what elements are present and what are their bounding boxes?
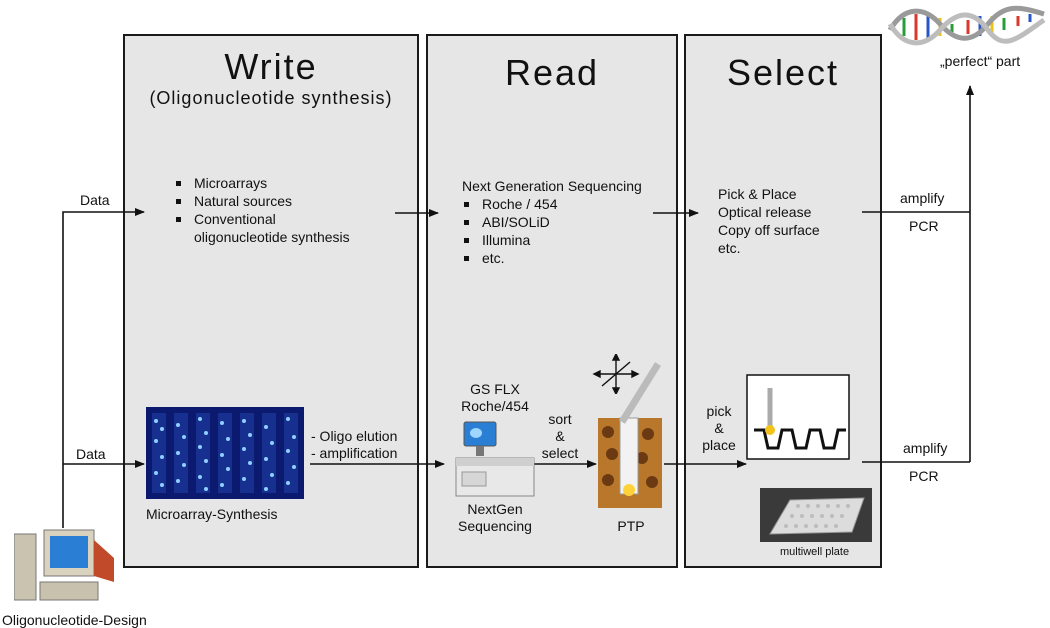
list-item: Illumina [460,231,558,249]
amplify-bottom-label: amplify [903,440,948,456]
amplification-label: - amplification [311,445,398,461]
multiwell-label: multiwell plate [780,546,850,558]
roche454-label: Roche/454 [461,398,529,414]
computer-image [14,529,114,601]
list-item: ABI/SOLiD [460,213,558,231]
sequencer-image [455,421,535,497]
data-top-label: Data [80,192,110,208]
write-method-list: Microarrays Natural sources Conventional… [172,174,350,246]
data-top-arrow [62,208,145,528]
dna-helix-image [887,5,1046,46]
list-item: Conventional [172,210,350,228]
pcr-bottom-label: PCR [909,468,939,484]
select-label: select [541,445,579,461]
list-item: Roche / 454 [460,195,558,213]
data-bottom-label: Data [76,446,106,462]
list-item: Natural sources [172,192,350,210]
select-panel: Select [684,34,882,568]
oligo-design-label: Oligonucleotide-Design [2,612,147,628]
sort-label: sort [548,411,572,427]
sort-amp-label: & [555,428,565,444]
pick-place-detail-image [746,374,850,460]
read-title: Read [504,52,600,93]
sequencing-label: Sequencing [458,518,532,534]
multiwell-plate-image [760,488,872,542]
pcr-top-label: PCR [909,218,939,234]
gsflx-label: GS FLX [470,381,520,397]
list-item: oligonucleotide synthesis [194,229,350,245]
ptp-label: PTP [617,518,645,534]
pick-amp-label: & [714,420,724,436]
ngs-list: Roche / 454 ABI/SOLiD Illumina etc. [460,195,558,267]
oligo-elution-label: - Oligo elution [311,428,398,444]
pick-label: pick [706,403,732,419]
select-line-3: Copy off surface [718,222,820,238]
nextgen-label: NextGen [467,501,523,517]
list-item: etc. [460,249,558,267]
perfect-part-label: „perfect“ part [940,53,1021,69]
select-title: Select [726,52,840,93]
select-line-4: etc. [718,240,741,256]
select-line-1: Pick & Place [718,186,797,202]
amplify-top-label: amplify [900,190,945,206]
write-subtitle: (Oligonucleotide synthesis) [149,88,393,108]
ngs-heading: Next Generation Sequencing [462,178,642,194]
microarray-synthesis-label: Microarray-Synthesis [146,506,278,522]
place-label: place [702,437,736,453]
microarray-image [146,407,304,499]
list-item: Microarrays [172,174,350,192]
write-title: Write [224,46,318,87]
select-line-2: Optical release [718,204,812,220]
move-arrows-icon [592,354,640,394]
ptp-image [598,362,662,508]
